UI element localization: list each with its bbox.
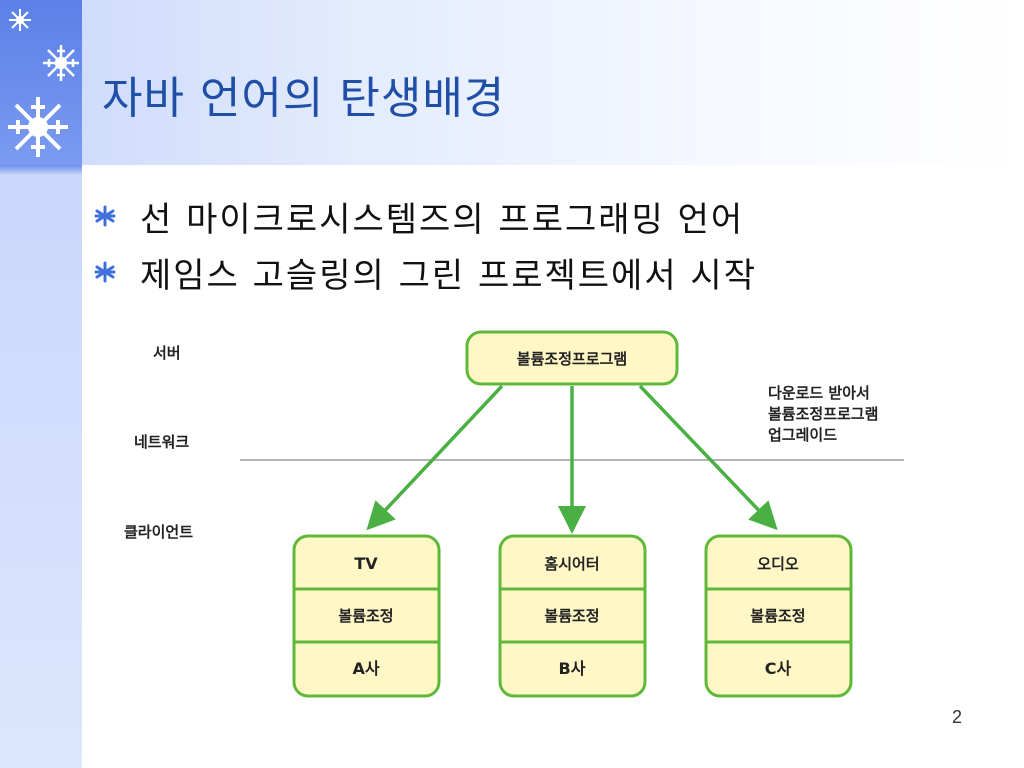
layer-label-network: 네트워크 <box>134 433 189 451</box>
server-program-box <box>465 330 679 386</box>
download-arrow <box>638 384 778 531</box>
device-maker: B사 <box>559 659 586 678</box>
device-module: 볼륨조정 <box>338 607 393 625</box>
bullet-list: 선 마이크로시스템즈의 프로그래밍 언어 제임스 고슬링의 그린 프로젝트에서 … <box>92 188 757 300</box>
layer-label-client: 클라이언트 <box>124 523 193 541</box>
layer-label-server: 서버 <box>153 344 181 362</box>
download-arrow <box>366 384 504 531</box>
bullet-item: 선 마이크로시스템즈의 프로그래밍 언어 <box>92 188 757 244</box>
device-maker: C사 <box>765 659 792 678</box>
note-line: 볼륨조정프로그램 <box>768 405 878 423</box>
server-program-label: 볼륨조정프로그램 <box>517 350 627 368</box>
asterisk-icon <box>92 255 140 289</box>
snowflake-icon <box>8 97 68 157</box>
bullet-text: 제임스 고슬링의 그린 프로젝트에서 시작 <box>140 255 757 296</box>
device-name: TV <box>354 554 378 573</box>
device-name: 오디오 <box>757 555 799 573</box>
device-box-audio: 오디오 볼륨조정 C사 <box>704 534 853 698</box>
snowflake-decor <box>8 9 79 157</box>
device-box-home-theater: 홈시어터 볼륨조정 B사 <box>498 534 647 698</box>
title-band <box>82 0 1024 165</box>
note-line: 업그레이드 <box>768 426 837 444</box>
snowflake-icon <box>43 45 79 81</box>
slide-title: 자바 언어의 탄생배경 <box>102 73 506 124</box>
device-name: 홈시어터 <box>544 555 599 573</box>
device-maker: A사 <box>352 659 379 678</box>
note-line: 다운로드 받아서 <box>768 384 870 402</box>
page-number: 2 <box>951 707 962 727</box>
device-module: 볼륨조정 <box>750 607 805 625</box>
left-decor-band-top <box>0 0 82 165</box>
snowflake-icon <box>9 9 31 31</box>
device-module: 볼륨조정 <box>544 607 599 625</box>
bullet-text: 선 마이크로시스템즈의 프로그래밍 언어 <box>140 199 745 240</box>
device-box-tv: TV 볼륨조정 A사 <box>292 534 441 698</box>
asterisk-icon <box>92 199 140 233</box>
bullet-item: 제임스 고슬링의 그린 프로젝트에서 시작 <box>92 244 757 300</box>
